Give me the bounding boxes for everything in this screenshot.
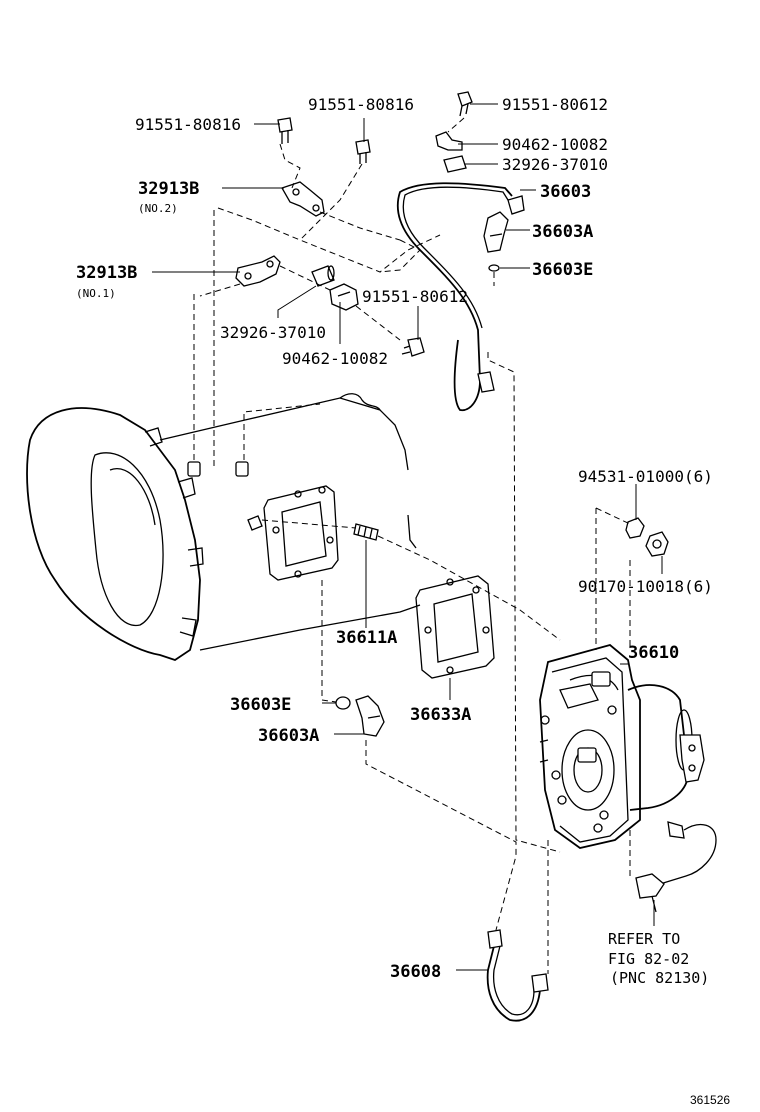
elbow-36603a-top [483,211,509,253]
pipe-36608 [486,929,549,1022]
reference-line-3: (PNC 82130) [610,969,709,987]
callout-36603e-top: 36603E [532,260,593,280]
callout-36633a: 36633A [410,705,471,725]
callout-90170-10018: 90170-10018(6) [578,577,713,596]
callout-32913b-no1: 32913B [76,263,137,283]
bolt-91551-80816-center [355,139,371,164]
callout-94531-01000: 94531-01000(6) [578,467,713,486]
bracket-32913b-no1 [235,255,281,287]
nut-washer-set [625,517,669,557]
oring-36603e-bottom [335,696,351,710]
elbow-36603a-bottom [355,695,385,737]
callout-36603e-bottom: 36603E [230,695,291,715]
power-take-off-36610 [539,644,705,849]
stud-36611a [353,523,379,541]
sensor-harness [635,821,717,913]
callout-32913b-no2: 32913B [138,179,199,199]
bolt-91551-80816-left [277,117,293,144]
clamp-90462-lower [329,283,359,311]
spacer-32926-upper [443,155,467,173]
case-pto-opening [263,485,339,581]
reference-line-2: FIG 82-02 [608,950,689,968]
bracket-32913b-no2 [281,181,325,217]
callout-36603: 36603 [540,182,591,202]
callout-90462-10082-top: 90462-10082 [502,135,608,154]
callout-36603a-top: 36603A [532,222,593,242]
reference-note: REFER TO FIG 82-02 (PNC 82130) [608,930,709,987]
callout-91551-80612-lower: 91551-80612 [362,287,468,306]
callout-36610: 36610 [628,643,679,663]
bolt-91551-80612-lower [401,337,425,357]
callout-91551-80816-center: 91551-80816 [308,95,414,114]
oring-36603e-top [488,264,500,272]
callout-36608: 36608 [390,962,441,982]
leader-lines [152,103,663,971]
callout-91551-80816-left: 91551-80816 [135,115,241,134]
illustration-number: 361526 [690,1093,730,1107]
bolt-91551-80612-top [457,91,473,117]
callout-no1-note: (NO.1) [76,287,116,300]
callout-32926-37010-top: 32926-37010 [502,155,608,174]
callout-32926-37010-lower: 32926-37010 [220,323,326,342]
clamp-90462-upper [435,131,463,151]
callout-91551-80612-top: 91551-80612 [502,95,608,114]
pipe-36603 [396,182,525,412]
transmission-housing [26,393,421,661]
reference-line-1: REFER TO [608,930,680,948]
spacer-32926-lower [311,265,335,287]
callout-no2-note: (NO.2) [138,202,178,215]
callout-36611a: 36611A [336,628,397,648]
gasket-36633a [415,575,495,679]
part-callouts: 91551-80816 91551-80816 91551-80612 9046… [76,95,713,982]
assembly-lines [193,117,631,974]
callout-90462-10082-lower: 90462-10082 [282,349,388,368]
callout-36603a-bottom: 36603A [258,726,319,746]
